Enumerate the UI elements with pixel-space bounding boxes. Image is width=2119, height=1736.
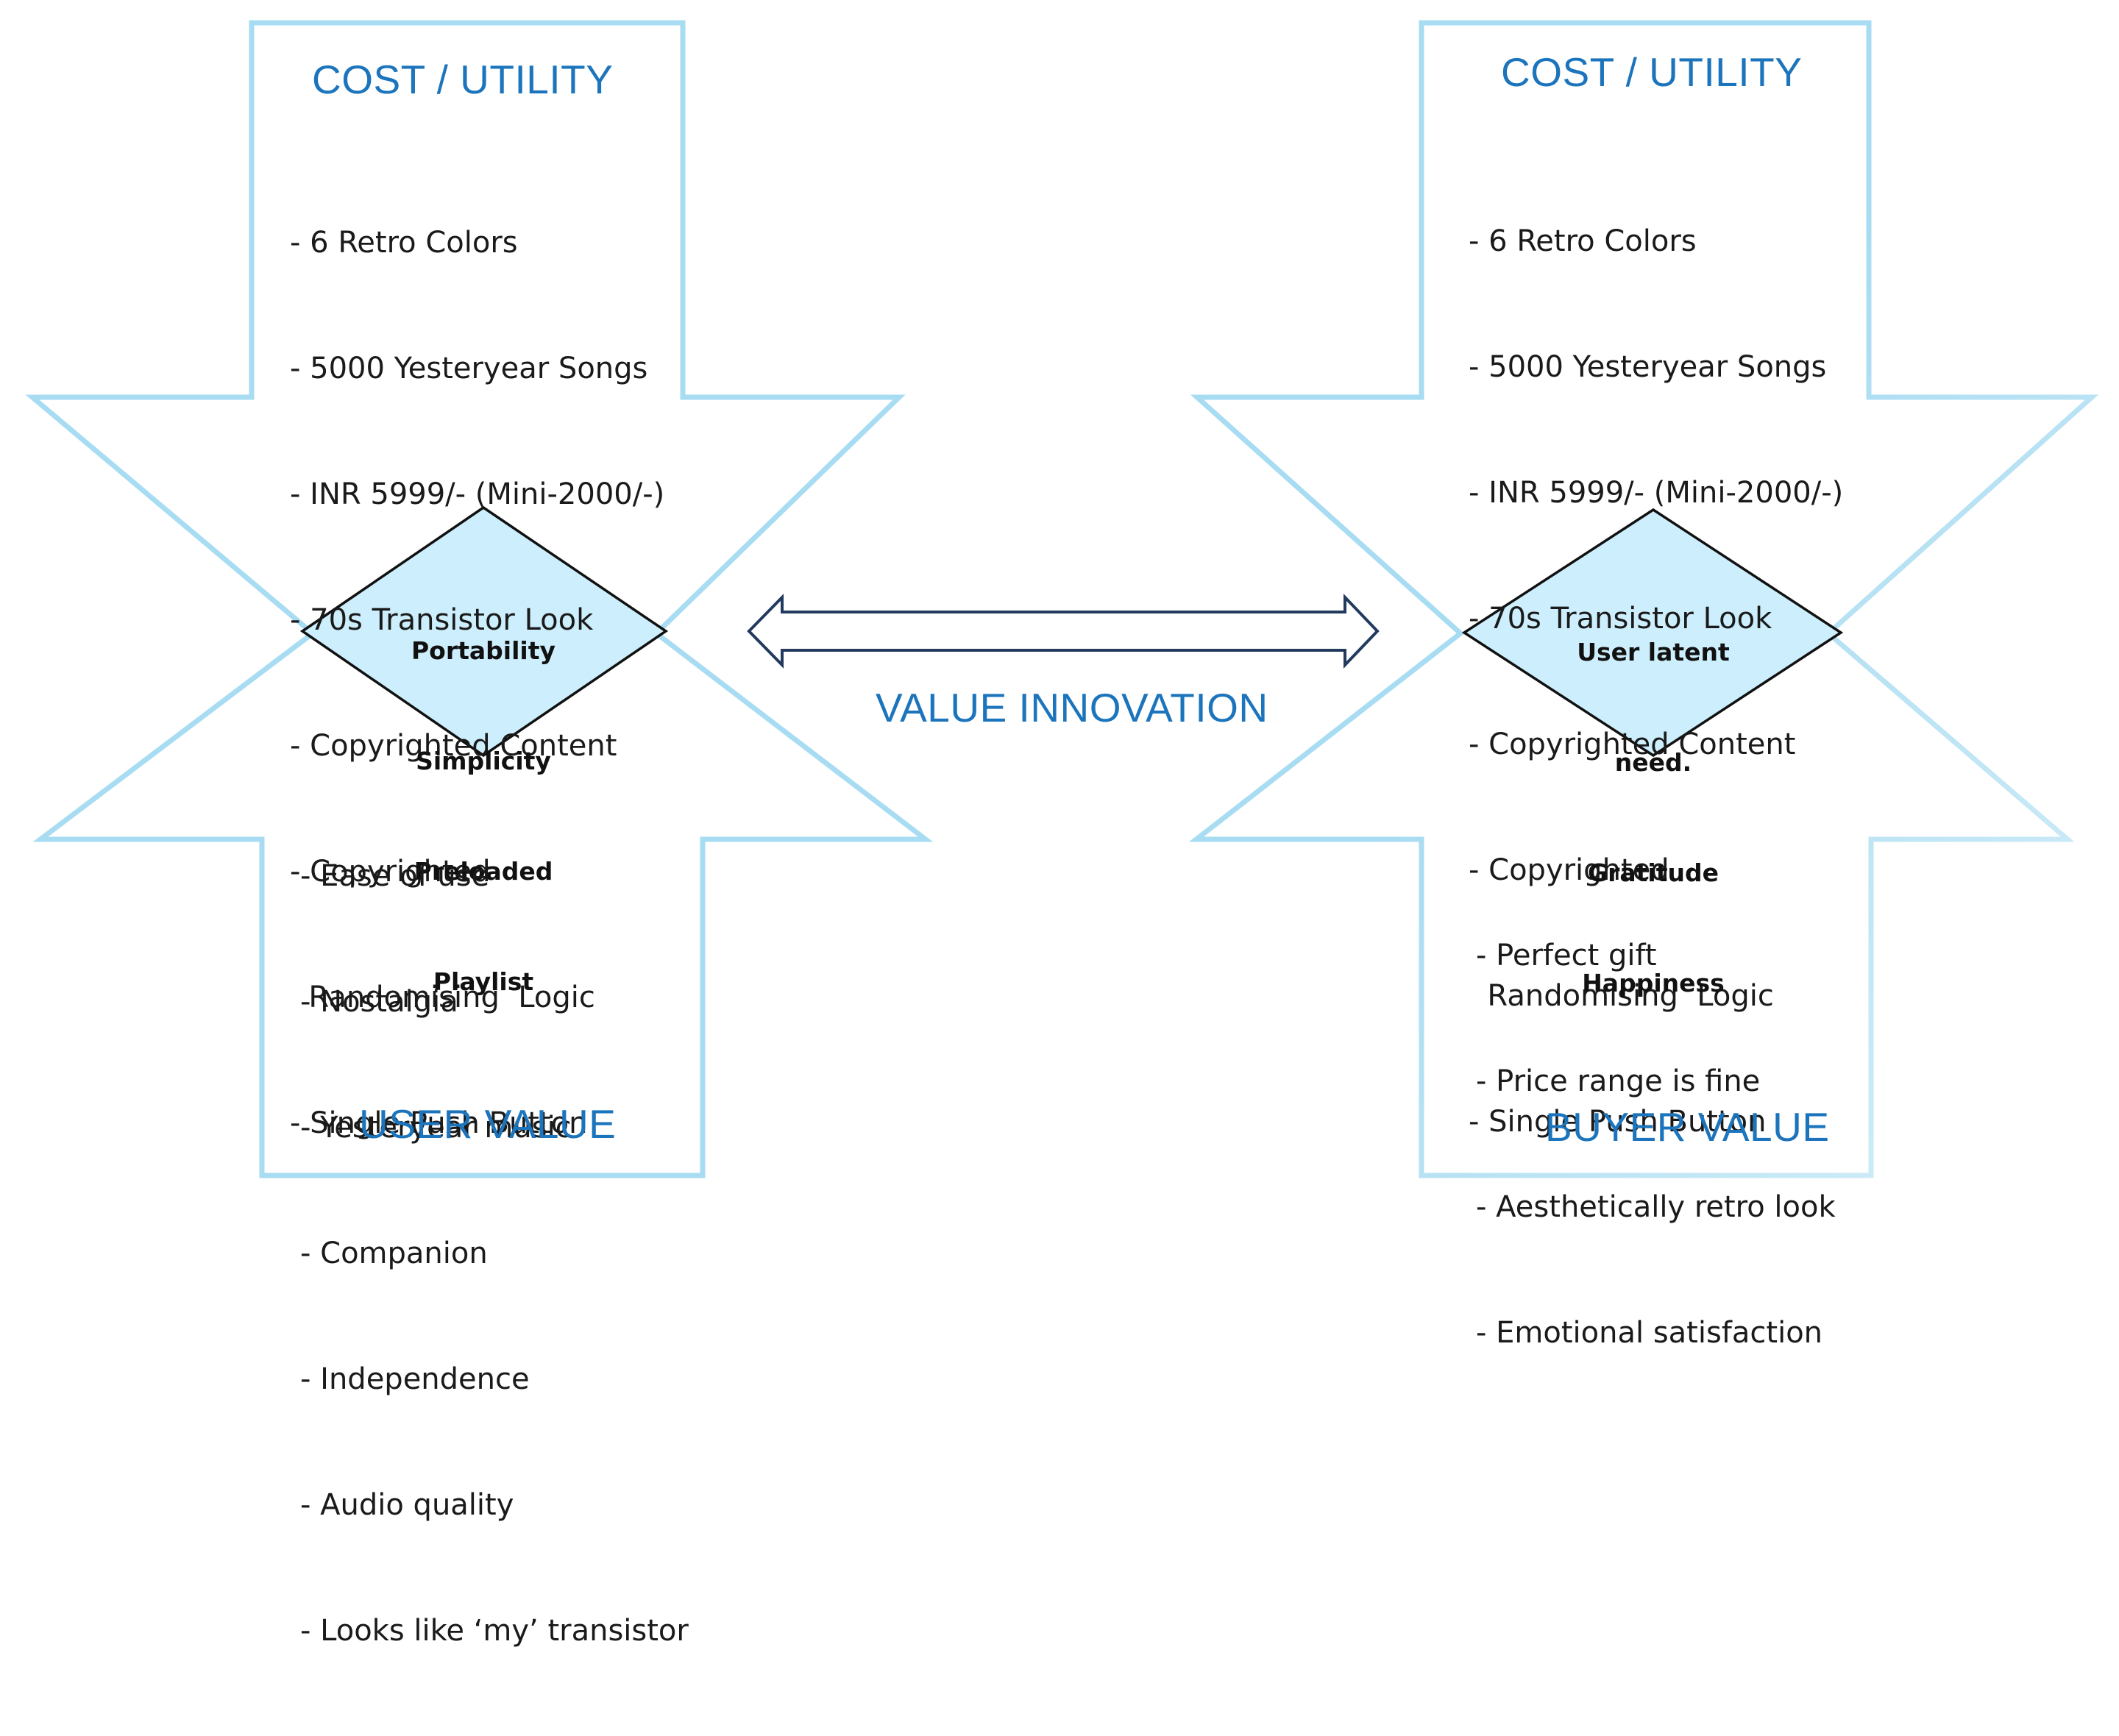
list-item: - Nostalgia	[300, 985, 458, 1019]
right-diamond-text: User latent need. Gratitude Happiness	[1543, 561, 1764, 1075]
diagram-shapes	[25, 20, 2099, 1178]
list-item: - Companion	[300, 1237, 488, 1270]
diamond-line: Simplicity	[416, 747, 551, 775]
double-arrow	[747, 594, 1380, 669]
list-item: - 5000 Yesteryear Songs	[290, 352, 648, 385]
list-item: - Ease of use	[300, 859, 490, 893]
list-item: - Perfect gift	[1476, 939, 1657, 972]
diamond-line: User latent	[1577, 638, 1730, 666]
list-item: - 6 Retro Colors	[290, 226, 518, 260]
left-bottom-heading: USER VALUE	[359, 1101, 617, 1147]
list-item: - 6 Retro Colors	[1469, 224, 1697, 258]
diamond-line: Gratitude	[1588, 858, 1719, 887]
left-diamond-text: Portability Simplicity Preloaded Playlis…	[373, 559, 594, 1074]
right-cost-list: - 6 Retro Colors - 5000 Yesteryear Songs…	[1469, 137, 1843, 1227]
list-item: - Audio quality	[300, 1488, 514, 1522]
list-item: Randomising Logic	[290, 981, 595, 1014]
list-item: - Emotional satisfaction	[1476, 1316, 1823, 1350]
list-item: - Independence	[300, 1362, 530, 1396]
left-user-list: - Ease of use - Nostalgia - Yesteryear m…	[300, 772, 689, 1736]
list-item: - Copyrighted	[290, 855, 491, 889]
diamond-line: need.	[1614, 748, 1692, 777]
diamond-line: Preloaded	[413, 857, 553, 886]
list-item: - INR 5999/- (Mini-2000/-)	[1469, 476, 1844, 510]
list-item: - Copyrighted Content	[290, 729, 617, 763]
list-item: - Price range is fine	[1476, 1064, 1761, 1098]
left-top-heading: COST / UTILITY	[312, 57, 614, 102]
list-item: - Single Push Button	[290, 1106, 588, 1140]
diamond-line: Portability	[411, 636, 556, 665]
list-item: - 5000 Yesteryear Songs	[1469, 350, 1827, 384]
right-diamond	[1461, 508, 1844, 758]
list-item: - Copyrighted	[1469, 853, 1669, 887]
list-item: Randomising Logic	[1469, 979, 1774, 1013]
list-item: - INR 5999/- (Mini-2000/-)	[290, 477, 665, 511]
right-top-heading: COST / UTILITY	[1501, 49, 1803, 95]
list-item: - Yesteryear music	[300, 1111, 572, 1145]
diamond-line: Happiness	[1582, 969, 1725, 997]
list-item: - Copyrighted Content	[1469, 728, 1796, 761]
left-diamond	[299, 505, 669, 758]
list-item: - Aesthetically retro look	[1476, 1190, 1836, 1224]
value-innovation-label: VALUE INNOVATION	[876, 685, 1268, 730]
diamond-line: Playlist	[433, 967, 534, 996]
right-bottom-heading: BUYER VALUE	[1545, 1104, 1830, 1150]
value-innovation-diagram: COST / UTILITY - 6 Retro Colors - 5000 Y…	[25, 20, 2099, 1648]
list-item: - Single Push Button	[1469, 1105, 1767, 1139]
list-item: - 70s Transistor Look	[290, 603, 594, 637]
left-cost-list: - 6 Retro Colors - 5000 Yesteryear Songs…	[290, 138, 664, 1228]
list-item: - 70s Transistor Look	[1469, 602, 1772, 636]
list-item: - Looks like ‘my’ transistor	[300, 1614, 689, 1648]
